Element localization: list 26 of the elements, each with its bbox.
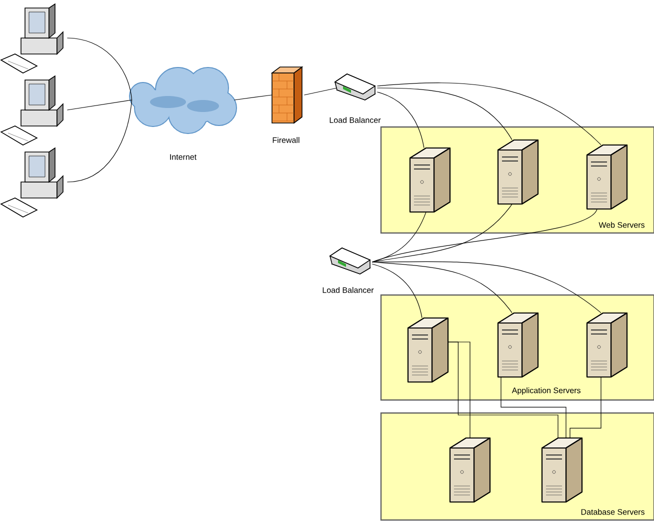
server-icon [497, 312, 539, 378]
connector-line [372, 208, 598, 262]
connector-line [304, 88, 338, 96]
icon-label: Internet [170, 154, 196, 160]
server-icon [409, 147, 451, 213]
connector-line [448, 342, 558, 438]
connector-line [376, 88, 512, 140]
icon-label: Firewall [272, 137, 300, 143]
connector-line [66, 100, 132, 182]
connector-line [500, 376, 566, 438]
connector-line [234, 94, 272, 100]
server-icon [586, 312, 628, 378]
connector-line [570, 376, 602, 438]
connector-line [372, 261, 602, 314]
connector-line [66, 38, 132, 100]
server-icon [449, 437, 491, 503]
icon-label: Load Balancer [330, 117, 381, 123]
connector-line [376, 92, 424, 148]
connector-line [376, 82, 602, 146]
connector-line [66, 100, 132, 110]
server-icon [586, 144, 628, 210]
connector-line [372, 264, 422, 318]
server-icon [407, 317, 449, 383]
server-icon [497, 139, 539, 205]
icon-label: Load Balancer [322, 287, 374, 293]
server-icon [541, 437, 583, 503]
